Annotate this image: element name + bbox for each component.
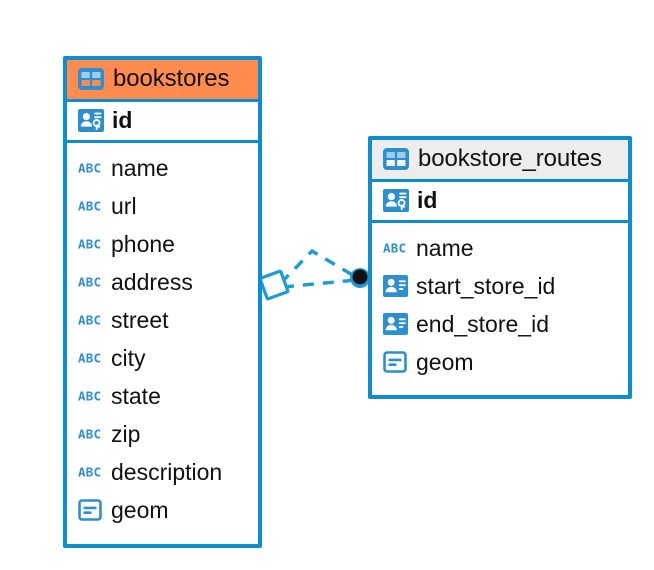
field-row[interactable]: end_store_id <box>383 305 618 343</box>
relationship-source-marker <box>258 269 290 301</box>
abc-text-icon: ABC <box>78 161 103 175</box>
field-row[interactable]: ABC state <box>78 377 248 415</box>
field-label: phone <box>111 230 175 257</box>
svg-text:ABC: ABC <box>78 199 101 213</box>
abc-text-icon: ABC <box>78 351 103 365</box>
relationship-line-lower <box>282 278 357 289</box>
field-label: city <box>111 344 146 371</box>
field-row[interactable]: ABC name <box>78 149 248 187</box>
svg-text:ABC: ABC <box>78 313 101 327</box>
foreign-key-icon <box>383 313 408 335</box>
abc-text-icon: ABC <box>383 241 408 255</box>
table-icon <box>78 68 104 90</box>
field-row[interactable]: ABC phone <box>78 225 248 263</box>
primary-key-label: id <box>112 107 133 133</box>
field-label: street <box>111 306 169 333</box>
entity-name: bookstore_routes <box>418 145 602 172</box>
field-row[interactable]: geom <box>78 491 248 529</box>
field-row[interactable]: ABC url <box>78 187 248 225</box>
primary-key-icon <box>383 189 409 212</box>
abc-text-icon: ABC <box>78 465 103 479</box>
svg-text:ABC: ABC <box>78 427 101 441</box>
abc-text-icon: ABC <box>78 237 103 251</box>
geometry-icon <box>383 351 408 373</box>
field-label: state <box>111 382 161 409</box>
abc-text-icon: ABC <box>78 427 103 441</box>
primary-key-row[interactable]: id <box>67 99 258 140</box>
field-list: ABC name start_store_id <box>372 220 628 388</box>
field-row[interactable]: ABC address <box>78 263 248 301</box>
svg-text:ABC: ABC <box>78 237 101 251</box>
table-icon <box>383 148 409 170</box>
entity-header[interactable]: bookstores <box>67 60 258 99</box>
field-label: name <box>111 154 169 181</box>
field-label: end_store_id <box>416 310 549 337</box>
abc-text-icon: ABC <box>78 199 103 213</box>
field-row[interactable]: ABC name <box>383 229 618 267</box>
svg-text:ABC: ABC <box>78 465 101 479</box>
primary-key-icon <box>78 109 104 132</box>
field-label: address <box>111 268 193 295</box>
entity-table-bookstore-routes[interactable]: bookstore_routes id <box>368 136 632 399</box>
svg-text:ABC: ABC <box>383 241 406 255</box>
relationship-target-marker <box>350 268 370 288</box>
field-label: zip <box>111 420 141 447</box>
field-label: geom <box>111 496 169 523</box>
field-label: name <box>416 234 474 261</box>
abc-text-icon: ABC <box>78 275 103 289</box>
svg-text:ABC: ABC <box>78 351 101 365</box>
field-row[interactable]: ABC street <box>78 301 248 339</box>
relationship-line-upper <box>279 248 357 285</box>
field-label: start_store_id <box>416 272 556 299</box>
field-row[interactable]: geom <box>383 343 618 381</box>
abc-text-icon: ABC <box>78 389 103 403</box>
entity-table-bookstores[interactable]: bookstores id <box>63 56 262 548</box>
field-list: ABC name ABC url ABC p <box>67 140 258 536</box>
svg-text:ABC: ABC <box>78 389 101 403</box>
entity-header[interactable]: bookstore_routes <box>372 140 628 179</box>
field-row[interactable]: ABC zip <box>78 415 248 453</box>
primary-key-row[interactable]: id <box>372 179 628 220</box>
field-label: description <box>111 458 223 485</box>
foreign-key-icon <box>383 275 408 297</box>
svg-text:ABC: ABC <box>78 161 101 175</box>
field-row[interactable]: start_store_id <box>383 267 618 305</box>
field-row[interactable]: ABC description <box>78 453 248 491</box>
field-label: url <box>111 192 137 219</box>
entity-name: bookstores <box>113 65 230 92</box>
field-label: geom <box>416 348 474 375</box>
geometry-icon <box>78 499 103 521</box>
primary-key-label: id <box>417 187 438 213</box>
field-row[interactable]: ABC city <box>78 339 248 377</box>
svg-text:ABC: ABC <box>78 275 101 289</box>
abc-text-icon: ABC <box>78 313 103 327</box>
